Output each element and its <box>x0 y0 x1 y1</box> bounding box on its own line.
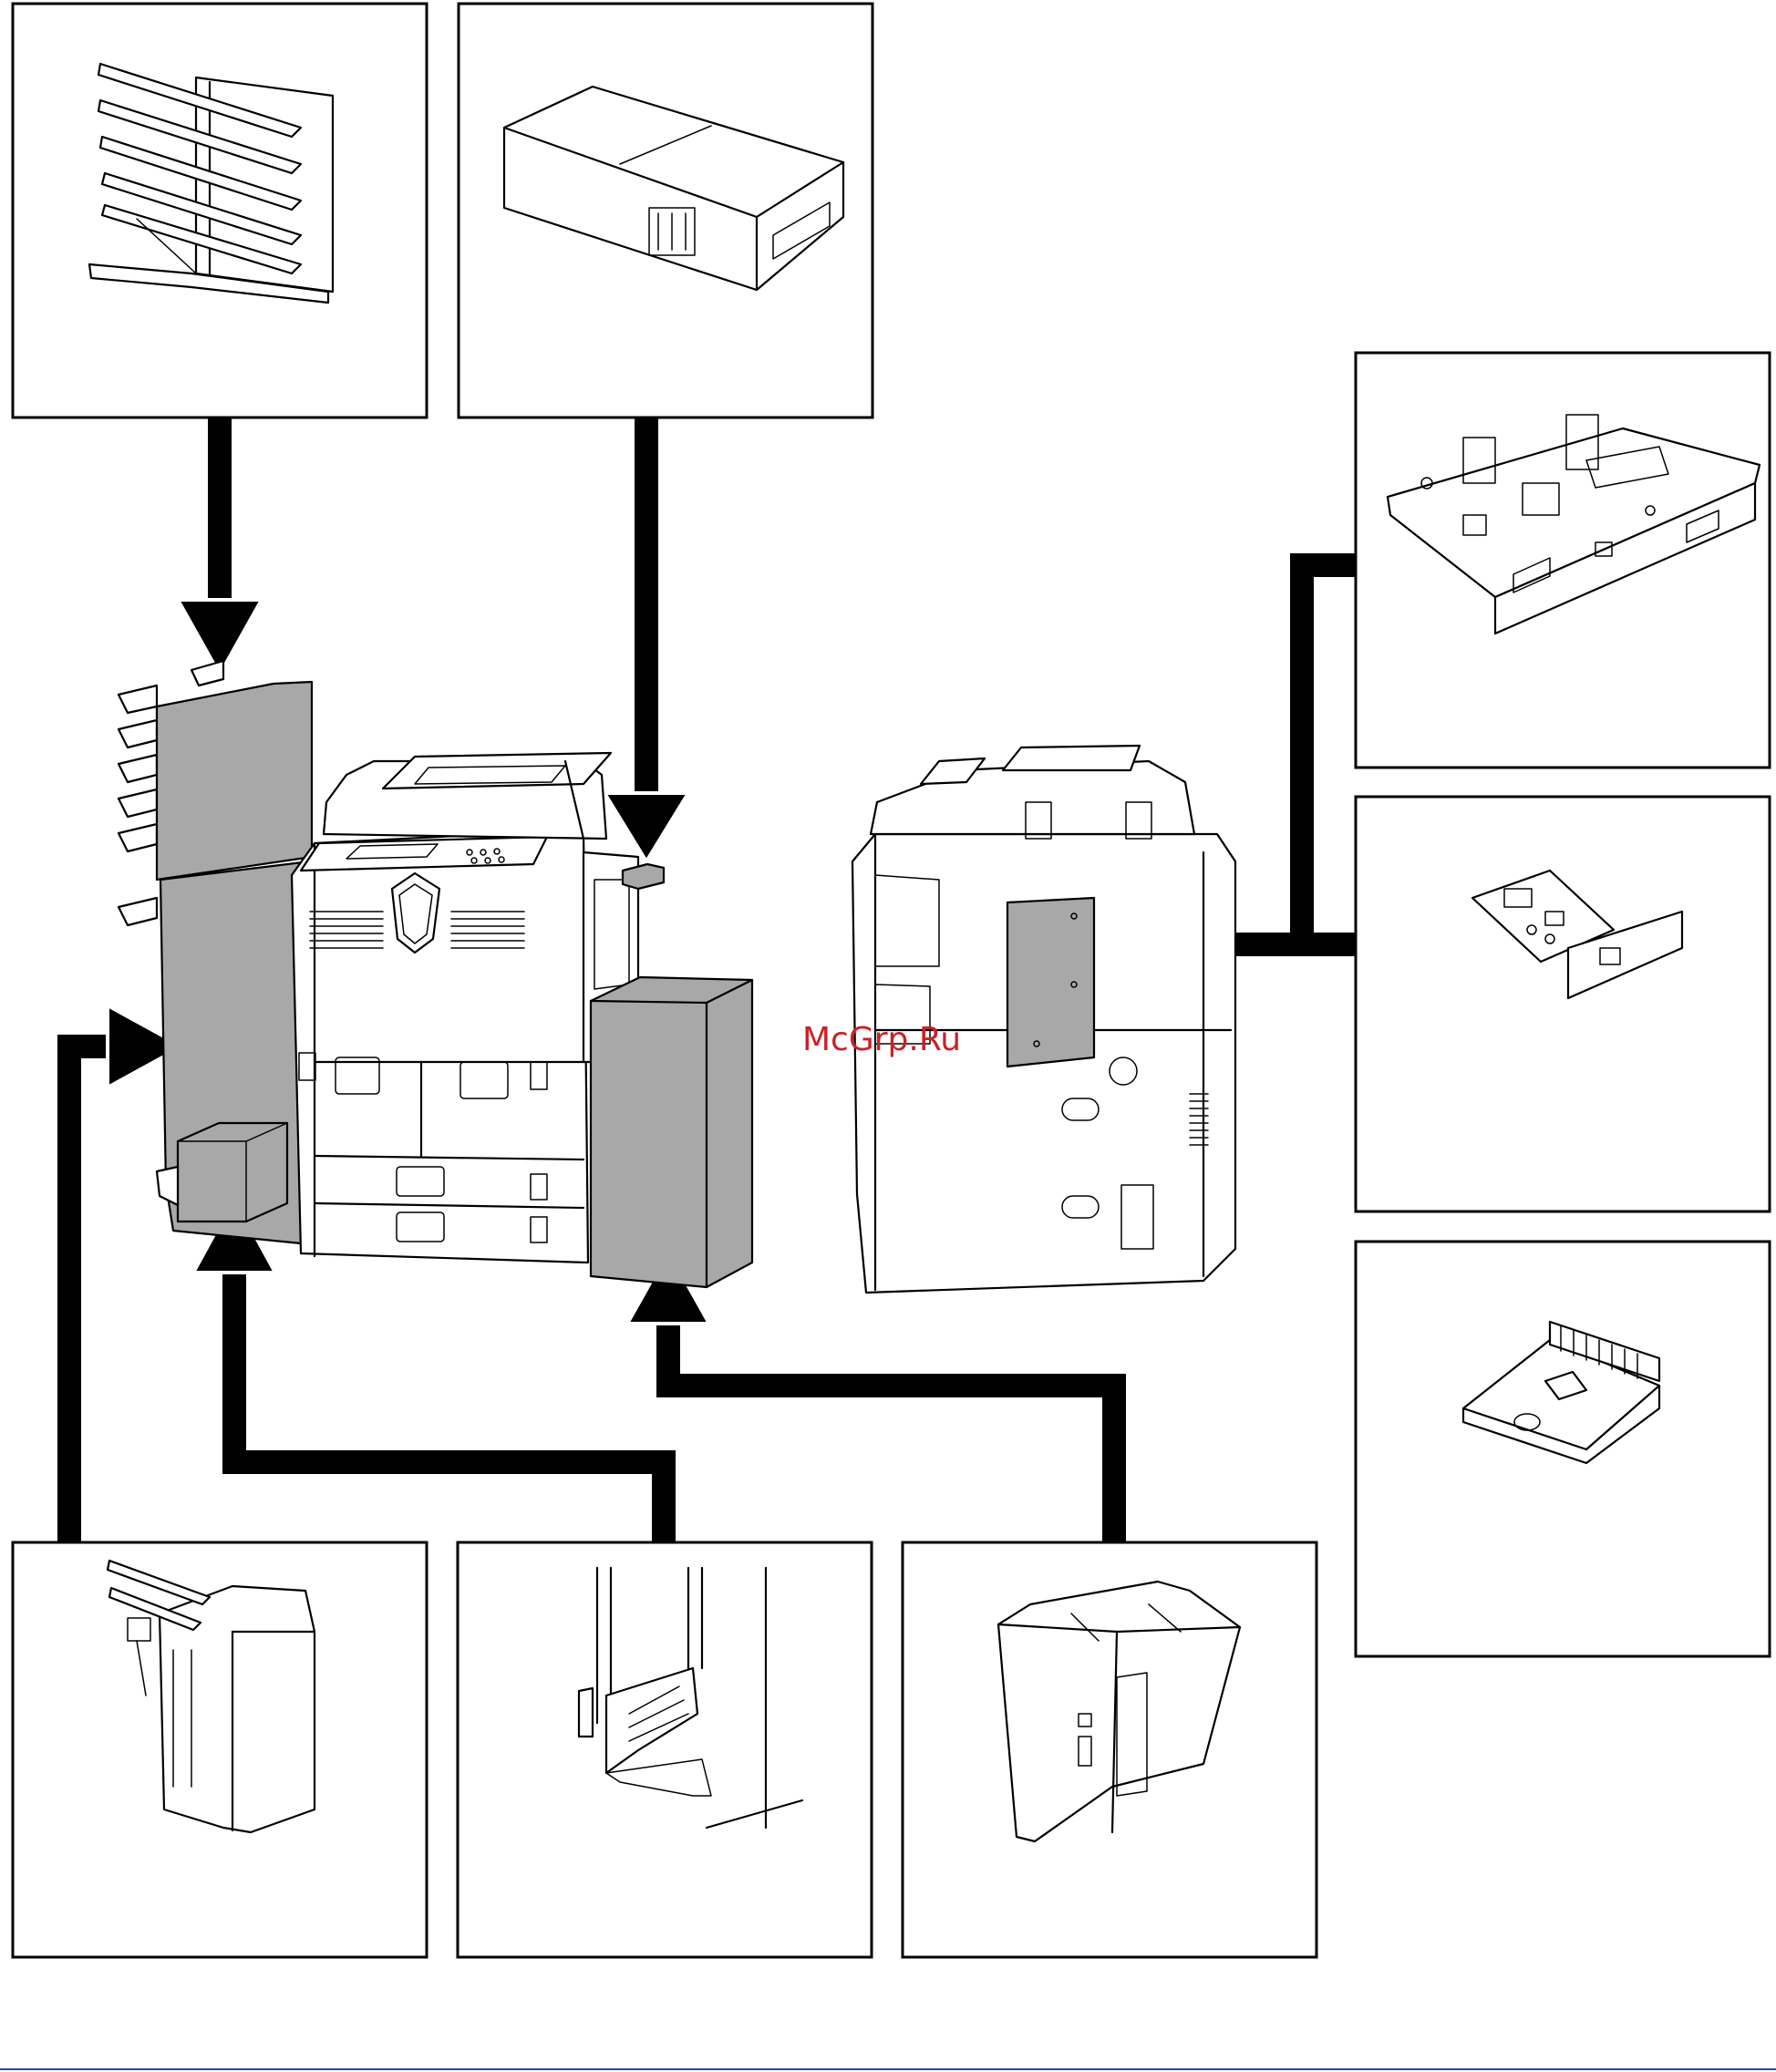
arrow-head-down <box>604 793 688 861</box>
side-feeder-highlight <box>591 977 752 1287</box>
copier-rear-view-icon <box>852 746 1235 1293</box>
watermark-text: McGrp.Ru <box>802 1021 961 1058</box>
option-box-network-card <box>1356 797 1770 1211</box>
folding-unit-highlight <box>178 1123 287 1222</box>
printer-board-slot-highlight <box>1007 898 1094 1067</box>
option-box-folding-unit <box>458 1542 872 1957</box>
multi-tray-finisher-highlight <box>157 682 312 880</box>
